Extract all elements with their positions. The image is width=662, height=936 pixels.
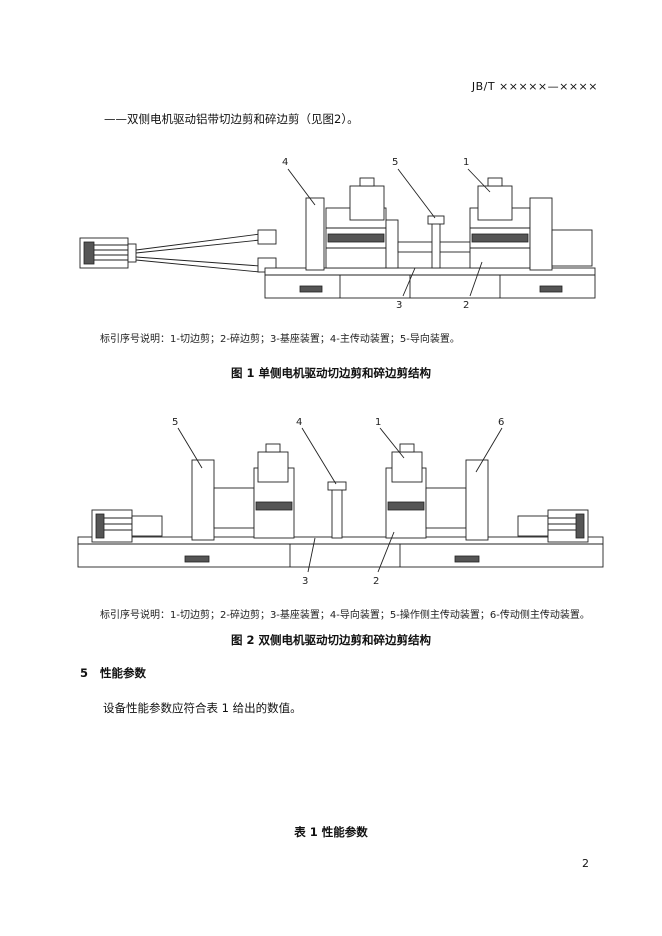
fig2-callout-5: 5 bbox=[172, 417, 178, 428]
section-number: 5 bbox=[80, 666, 89, 680]
figure-1-caption: 图 1 单侧电机驱动切边剪和碎边剪结构 bbox=[230, 366, 431, 380]
fig2-callout-3: 3 bbox=[302, 576, 308, 587]
fig1-callout-3: 3 bbox=[396, 300, 402, 310]
fig1-callout-1: 1 bbox=[463, 157, 469, 168]
fig1-callout-2: 2 bbox=[463, 300, 469, 310]
figure-1-drawing: 4 5 1 3 2 bbox=[79, 157, 596, 310]
table-title: 表 1 性能参数 bbox=[294, 825, 368, 839]
figure-2-drawing: 5 4 1 6 3 2 bbox=[77, 417, 604, 587]
fig2-callout-1: 1 bbox=[375, 417, 381, 428]
fig2-callout-6: 6 bbox=[498, 417, 504, 428]
standard-code: JB/T ×××××—×××× bbox=[471, 80, 598, 93]
section-title: 性能参数 bbox=[100, 666, 147, 680]
figure-1-legend: 标引序号说明：1-切边剪；2-碎边剪；3-基座装置；4-主传动装置；5-导向装置… bbox=[100, 334, 460, 345]
figure-2-caption: 图 2 双侧电机驱动切边剪和碎边剪结构 bbox=[230, 633, 431, 647]
fig1-callout-5: 5 bbox=[392, 157, 398, 168]
section-heading: 5 性能参数 bbox=[80, 665, 146, 681]
fig2-callout-4: 4 bbox=[296, 417, 302, 428]
body-paragraph: 设备性能参数应符合表 1 给出的数值。 bbox=[103, 701, 302, 715]
fig1-callout-4: 4 bbox=[282, 157, 288, 168]
intro-line: ——双侧电机驱动铝带切边剪和碎边剪（见图2）。 bbox=[104, 112, 359, 126]
fig2-base bbox=[77, 536, 604, 568]
fig2-callout-2: 2 bbox=[373, 576, 379, 587]
fig1-base bbox=[264, 267, 596, 299]
page-number: 2 bbox=[582, 857, 589, 870]
figure-2-legend: 标引序号说明：1-切边剪；2-碎边剪；3-基座装置；4-导向装置；5-操作侧主传… bbox=[100, 610, 590, 621]
